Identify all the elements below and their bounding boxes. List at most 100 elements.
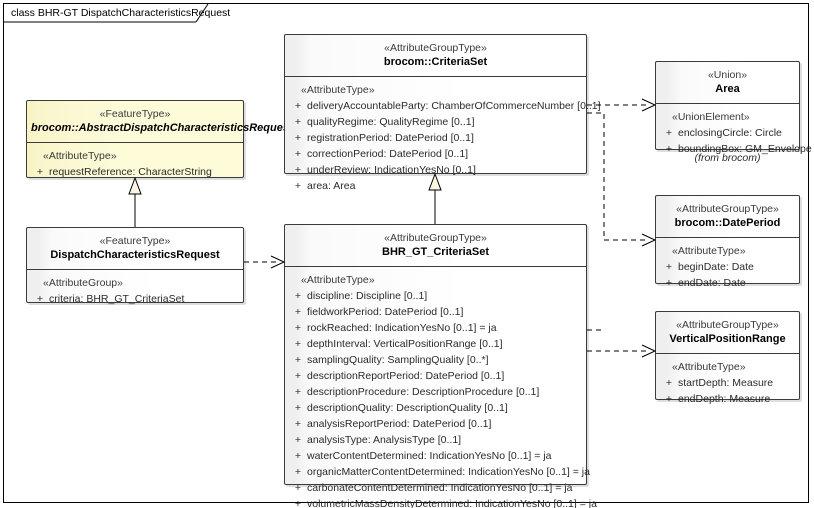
class-stereotype: «AttributeGroupType» (384, 42, 487, 54)
visibility-marker: + (294, 498, 302, 508)
class-stereotype: «AttributeGroupType» (384, 232, 487, 244)
class-name: VerticalPositionRange (669, 333, 786, 345)
attribute-row: + endDepth: Measure (660, 391, 795, 407)
attribute-text: deliveryAccountableParty: ChamberOfComme… (307, 100, 601, 112)
attribute-text: endDate: Date (678, 277, 746, 289)
attribute-row: + enclosingCircle: Circle (660, 125, 795, 141)
attribute-text: registrationPeriod: DatePeriod [0..1] (307, 132, 474, 144)
attribute-row: + carbonateContentDetermined: Indication… (289, 480, 582, 496)
attribute-text: requestReference: CharacterString (49, 166, 212, 178)
visibility-marker: + (294, 306, 302, 318)
class-header: «FeatureType» DispatchCharacteristicsReq… (27, 228, 243, 270)
class-header: «AttributeGroupType» BHR_GT_CriteriaSet (285, 225, 586, 267)
visibility-marker: + (665, 377, 673, 389)
visibility-marker: + (294, 450, 302, 462)
class-name: DispatchCharacteristicsRequest (50, 249, 220, 261)
class-header: «AttributeGroupType» brocom::DatePeriod (656, 196, 799, 238)
class-body: «AttributeType» + discipline: Discipline… (285, 267, 597, 508)
attribute-text: beginDate: Date (678, 261, 754, 273)
class-body: «UnionElement» + enclosingCircle: Circle… (656, 104, 812, 164)
attribute-row: + requestReference: CharacterString (31, 164, 239, 180)
attribute-row: + rockReached: IndicationYesNo [0..1] = … (289, 320, 582, 336)
visibility-marker: + (294, 386, 302, 398)
visibility-marker: + (294, 482, 302, 494)
class-box-brocom-criteriaset[interactable]: «AttributeGroupType» brocom::CriteriaSet… (284, 34, 601, 192)
visibility-marker: + (294, 434, 302, 446)
attribute-row: + analysisType: AnalysisType [0..1] (289, 432, 582, 448)
attribute-row: + endDate: Date (660, 275, 795, 291)
visibility-marker: + (665, 277, 673, 289)
attribute-text: depthInterval: VerticalPositionRange [0.… (307, 338, 503, 350)
attribute-row: + beginDate: Date (660, 259, 795, 275)
attribute-row: + descriptionReportPeriod: DatePeriod [0… (289, 368, 582, 384)
attribute-text: area: Area (307, 180, 356, 192)
attribute-row: + depthInterval: VerticalPositionRange [… (289, 336, 582, 352)
visibility-marker: + (665, 261, 673, 273)
visibility-marker: + (294, 418, 302, 430)
attribute-row: + criteria: BHR_GT_CriteriaSet (31, 291, 239, 307)
class-body: «AttributeType» + requestReference: Char… (27, 143, 243, 187)
attribute-text: carbonateContentDetermined: IndicationYe… (307, 482, 573, 494)
diagram-frame-tab: class BHR-GT DispatchCharacteristicsRequ… (3, 3, 235, 22)
attribute-text: analysisReportPeriod: DatePeriod [0..1] (307, 418, 492, 430)
visibility-marker: + (294, 164, 302, 176)
visibility-marker: + (665, 127, 673, 139)
attribute-group-label: «AttributeType» (301, 84, 375, 96)
class-box-verticalpositionrange[interactable]: «AttributeGroupType» VerticalPositionRan… (655, 311, 800, 405)
class-header: «AttributeGroupType» VerticalPositionRan… (656, 312, 799, 354)
attribute-row: + fieldworkPeriod: DatePeriod [0..1] (289, 304, 582, 320)
class-box-dateperiod[interactable]: «AttributeGroupType» brocom::DatePeriod … (655, 195, 800, 289)
class-box-abstract-dispatch-characteristics-request[interactable]: «FeatureType» brocom::AbstractDispatchCh… (26, 100, 293, 178)
class-name: BHR_GT_CriteriaSet (382, 246, 489, 258)
visibility-marker: + (294, 116, 302, 128)
attribute-row: + startDepth: Measure (660, 375, 795, 391)
attribute-row: + waterContentDetermined: IndicationYesN… (289, 448, 582, 464)
class-box-area[interactable]: «Union» Area «UnionElement» + enclosingC… (655, 61, 812, 155)
class-body: «AttributeType» + startDepth: Measure + … (656, 354, 799, 414)
diagram-frame (3, 3, 809, 503)
attribute-group-label: «AttributeType» (43, 150, 117, 162)
attribute-row: + qualityRegime: QualityRegime [0..1] (289, 114, 582, 130)
attribute-group-label: «AttributeType» (672, 245, 746, 257)
attribute-text: enclosingCircle: Circle (678, 127, 782, 139)
attribute-text: analysisType: AnalysisType [0..1] (307, 434, 462, 446)
class-box-dispatch-characteristics-request[interactable]: «FeatureType» DispatchCharacteristicsReq… (26, 227, 244, 305)
attribute-text: endDepth: Measure (678, 393, 771, 405)
attribute-row: + area: Area (289, 178, 582, 194)
visibility-marker: + (665, 143, 673, 155)
class-name: brocom::DatePeriod (674, 217, 781, 229)
attribute-text: underReview: IndicationYesNo [0..1] (307, 164, 476, 176)
visibility-marker: + (665, 393, 673, 405)
class-name: Area (715, 83, 740, 95)
attribute-row: + descriptionProcedure: DescriptionProce… (289, 384, 582, 400)
class-stereotype: «AttributeGroupType» (676, 203, 779, 215)
visibility-marker: + (294, 100, 302, 112)
attribute-text: descriptionQuality: DescriptionQuality [… (307, 402, 508, 414)
class-body: «AttributeType» + deliveryAccountablePar… (285, 77, 601, 201)
class-box-bhr-gt-criteriaset[interactable]: «AttributeGroupType» BHR_GT_CriteriaSet … (284, 224, 597, 508)
class-stereotype: «FeatureType» (99, 108, 171, 120)
class-stereotype: «AttributeGroupType» (676, 319, 779, 331)
attribute-text: descriptionProcedure: DescriptionProcedu… (307, 386, 540, 398)
attribute-text: samplingQuality: SamplingQuality [0..*] (307, 354, 489, 366)
attribute-row: + discipline: Discipline [0..1] (289, 288, 582, 304)
visibility-marker: + (294, 322, 302, 334)
attribute-text: descriptionReportPeriod: DatePeriod [0..… (307, 370, 505, 382)
visibility-marker: + (294, 132, 302, 144)
attribute-text: volumetricMassDensityDetermined: Indicat… (307, 498, 597, 508)
class-stereotype: «FeatureType» (99, 235, 171, 247)
attribute-text: criteria: BHR_GT_CriteriaSet (49, 293, 185, 305)
class-header: «FeatureType» brocom::AbstractDispatchCh… (27, 101, 293, 143)
attribute-group-label: «AttributeType» (301, 274, 375, 286)
attribute-row: + boundingBox: GM_Envelope (660, 141, 812, 157)
attribute-text: waterContentDetermined: IndicationYesNo … (307, 450, 552, 462)
visibility-marker: + (36, 293, 44, 305)
attribute-text: boundingBox: GM_Envelope (678, 143, 812, 155)
attribute-text: rockReached: IndicationYesNo [0..1] = ja (307, 322, 497, 334)
attribute-row: + registrationPeriod: DatePeriod [0..1] (289, 130, 582, 146)
class-name: brocom::CriteriaSet (383, 56, 488, 68)
attribute-row: + underReview: IndicationYesNo [0..1] (289, 162, 582, 178)
class-header: «Union» Area (656, 62, 799, 104)
attribute-group-label: «AttributeGroup» (43, 277, 123, 289)
